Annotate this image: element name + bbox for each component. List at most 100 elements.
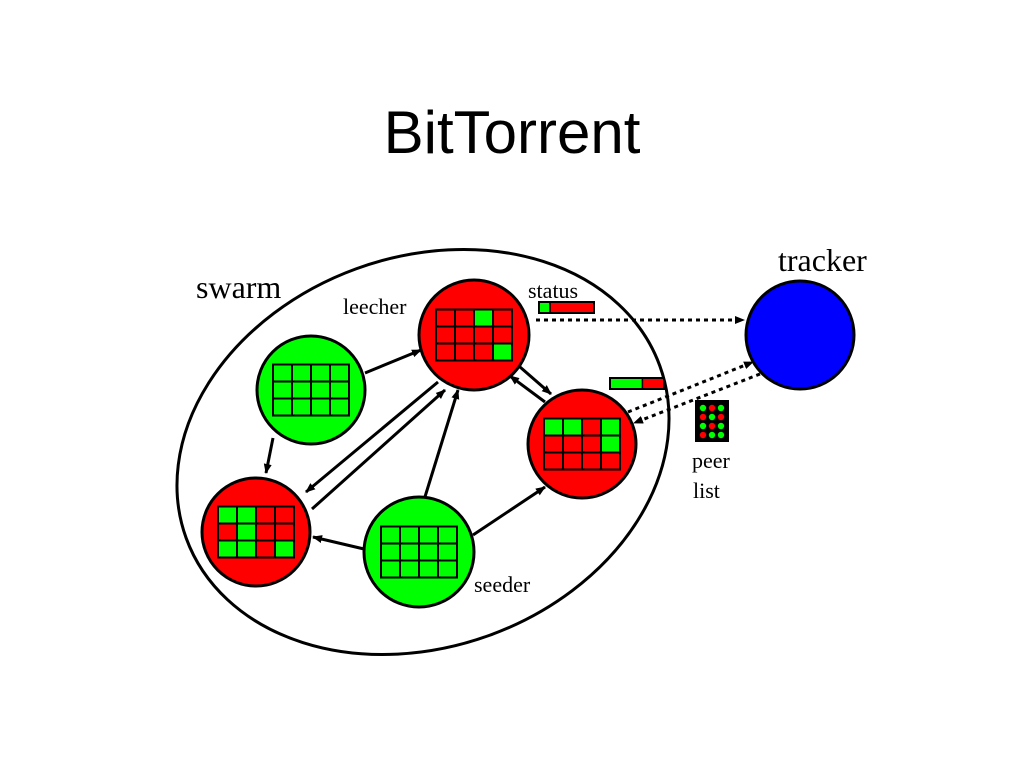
piece-cell	[274, 522, 295, 542]
peer-list-dot	[699, 413, 707, 421]
arrow-leecher-top-to-leecher-right	[519, 365, 552, 396]
piece-cell	[291, 397, 312, 417]
piece-cell	[329, 363, 350, 383]
piece-cell	[272, 380, 293, 400]
status-bar-missing	[539, 302, 594, 313]
piece-cell	[236, 522, 257, 542]
piece-cell	[217, 539, 238, 559]
arrow-seeder-bottom-to-leecher-top	[422, 389, 460, 501]
piece-cell	[543, 451, 564, 471]
piece-cell	[380, 559, 401, 579]
peer-list-dot	[717, 431, 725, 439]
piece-cell	[435, 308, 456, 328]
status-bar-have	[539, 302, 550, 313]
piece-cell	[329, 397, 350, 417]
tracker-connections	[536, 316, 761, 425]
arrow-leecher-bottom-left-to-leecher-top	[310, 388, 447, 511]
peer-list-dot	[699, 431, 707, 439]
piece-cell	[581, 451, 602, 471]
piece-cell	[543, 434, 564, 454]
piece-cell	[274, 505, 295, 525]
peer-list-dot	[708, 422, 716, 430]
tracker-node	[744, 279, 856, 391]
peer-seeder-bottom	[362, 495, 476, 609]
peer-list-label-line1: peer	[692, 448, 731, 473]
piece-cell	[310, 363, 331, 383]
seeder-label: seeder	[474, 572, 531, 597]
piece-cell	[310, 380, 331, 400]
piece-cell	[473, 342, 494, 362]
peer-list-dot	[699, 404, 707, 412]
piece-cell	[380, 525, 401, 545]
swarm-boundary	[175, 248, 671, 656]
piece-cell	[562, 451, 583, 471]
piece-cell	[562, 434, 583, 454]
piece-cell	[473, 308, 494, 328]
dotted-arrow-leecher-right-to-tracker	[627, 360, 754, 414]
peer-leecher-right	[526, 388, 638, 500]
piece-cell	[236, 505, 257, 525]
piece-cell	[492, 342, 513, 362]
piece-cell	[543, 417, 564, 437]
peer-list-dot	[699, 422, 707, 430]
peer-list-icon	[695, 400, 729, 442]
piece-cell	[437, 525, 458, 545]
piece-cell	[291, 363, 312, 383]
peer-seeder-top-left	[255, 334, 367, 446]
peer-list-dot	[717, 422, 725, 430]
peer-list-dot	[708, 413, 716, 421]
peer-list-dot	[708, 431, 716, 439]
piece-cell	[418, 542, 439, 562]
piece-cell	[454, 325, 475, 345]
piece-cell	[399, 542, 420, 562]
piece-cell	[310, 397, 331, 417]
slide-title: BitTorrent	[383, 99, 641, 166]
piece-cell	[399, 525, 420, 545]
piece-cell	[492, 308, 513, 328]
piece-cell	[255, 539, 276, 559]
arrow-seeder-bottom-to-leecher-right	[472, 485, 546, 537]
status-label: status	[528, 278, 578, 303]
peer-list-dot	[717, 404, 725, 412]
piece-cell	[274, 539, 295, 559]
arrow-seeder-bottom-to-leecher-bottom-left	[312, 535, 365, 551]
peer-connections	[263, 348, 552, 551]
status-bars	[538, 301, 665, 390]
piece-cell	[600, 417, 621, 437]
status-bar-right	[609, 377, 665, 390]
piece-cell	[217, 522, 238, 542]
dotted-arrow-tracker-to-leecher-right	[633, 372, 761, 425]
piece-cell	[255, 522, 276, 542]
arrow-leecher-top-to-leecher-bottom-left	[305, 380, 439, 494]
piece-cell	[399, 559, 420, 579]
peer-nodes	[200, 278, 638, 609]
piece-cell	[600, 434, 621, 454]
piece-cell	[272, 397, 293, 417]
piece-cell	[492, 325, 513, 345]
status-bar-have	[610, 378, 643, 389]
arrow-seeder-to-leecher-top	[364, 348, 422, 375]
piece-cell	[581, 434, 602, 454]
swarm-label: swarm	[196, 269, 281, 305]
piece-cell	[581, 417, 602, 437]
arrow-leecher-right-to-leecher-top	[509, 374, 546, 404]
piece-cell	[435, 325, 456, 345]
piece-cell	[272, 363, 293, 383]
peer-leecher-bottom-left	[200, 476, 312, 588]
peer-list-dot	[717, 413, 725, 421]
tracker-label: tracker	[778, 242, 867, 278]
piece-cell	[380, 542, 401, 562]
piece-cell	[437, 559, 458, 579]
peer-list-dot	[708, 404, 716, 412]
status-bar-border	[538, 301, 595, 314]
piece-cell	[418, 525, 439, 545]
peer-leecher-top	[417, 278, 531, 392]
leecher-label: leecher	[343, 294, 407, 319]
arrow-seeder-to-leecher-bottom-left	[263, 437, 275, 474]
piece-cell	[454, 342, 475, 362]
piece-cell	[255, 505, 276, 525]
piece-cell	[329, 380, 350, 400]
piece-cell	[291, 380, 312, 400]
status-bar-border	[609, 377, 665, 390]
piece-cell	[236, 539, 257, 559]
